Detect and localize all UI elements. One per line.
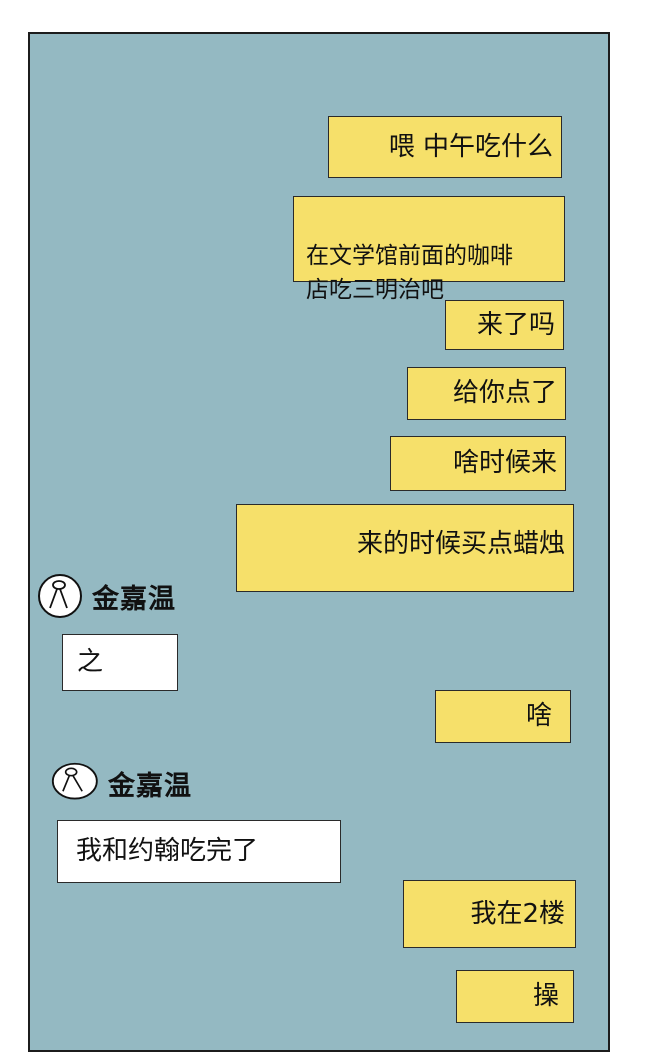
message-text: 来的时候买点蜡烛 xyxy=(356,529,565,559)
message-bubble-received[interactable]: 之 xyxy=(62,634,178,691)
message-bubble-sent[interactable]: 我在2楼 xyxy=(403,880,576,948)
doodle-avatar-icon xyxy=(51,762,98,800)
contact-name: 金嘉温 xyxy=(92,583,176,615)
message-bubble-sent[interactable]: 啥 xyxy=(435,690,571,743)
message-text: 啥时候来 xyxy=(452,448,557,478)
message-text: 之 xyxy=(77,647,104,677)
message-text: 给你点了 xyxy=(452,378,557,408)
contact-name: 金嘉温 xyxy=(108,770,192,802)
message-bubble-received[interactable]: 我和约翰吃完了 xyxy=(57,820,341,883)
message-text: 在文学馆前面的咖啡 店吃三明治吧 xyxy=(306,243,513,303)
message-bubble-sent[interactable]: 来的时候买点蜡烛 xyxy=(236,504,574,592)
contact-header: 金嘉温 xyxy=(46,761,192,805)
message-text: 我在2楼 xyxy=(470,899,565,929)
doodle-avatar-icon xyxy=(38,574,82,618)
message-text: 啥 xyxy=(525,701,552,731)
message-text: 喂 中午吃什么 xyxy=(388,132,553,162)
message-bubble-sent[interactable]: 给你点了 xyxy=(407,367,566,420)
message-text: 我和约翰吃完了 xyxy=(76,836,259,866)
contact-header: 金嘉温 xyxy=(36,572,176,620)
message-bubble-sent[interactable]: 喂 中午吃什么 xyxy=(328,116,562,178)
message-bubble-sent[interactable]: 来了吗 xyxy=(445,300,564,350)
message-text: 操 xyxy=(532,981,559,1011)
message-bubble-sent[interactable]: 啥时候来 xyxy=(390,436,566,491)
message-bubble-sent[interactable]: 操 xyxy=(456,970,574,1023)
message-text: 来了吗 xyxy=(476,310,555,340)
message-bubble-sent[interactable]: 在文学馆前面的咖啡 店吃三明治吧 xyxy=(293,196,565,303)
